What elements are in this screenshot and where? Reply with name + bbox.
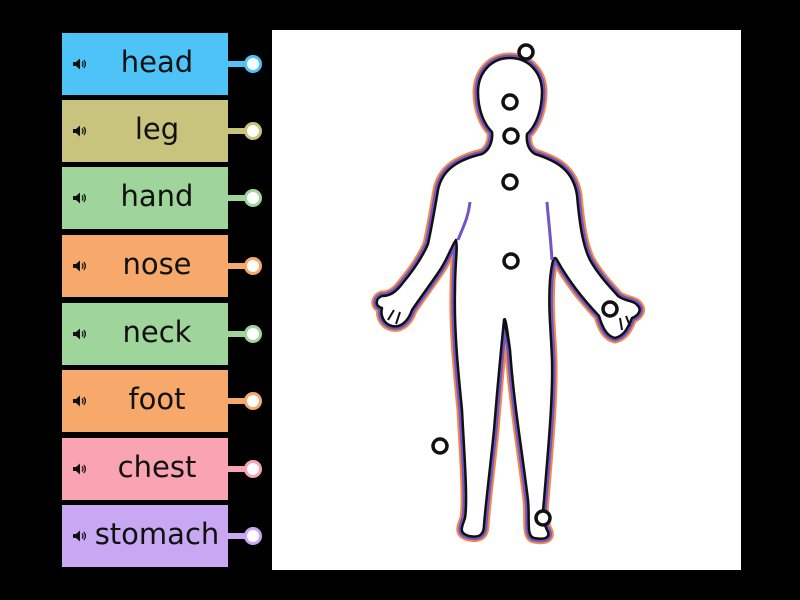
label-leg-pin[interactable] [244,122,262,140]
speaker-icon[interactable] [72,57,88,71]
label-row-head: head [62,33,262,95]
drop-target-7[interactable] [431,437,449,455]
label-text: stomach [94,517,220,551]
speaker-icon[interactable] [72,124,88,138]
label-text: chest [117,450,197,484]
arm-shade-right [545,201,554,261]
connector-line [228,195,248,201]
label-text: neck [122,315,192,349]
finger-lines [387,309,631,331]
body-diagram-board [272,30,741,570]
label-text: nose [122,247,192,281]
label-row-leg: leg [62,100,262,162]
drop-target-1[interactable] [517,43,535,61]
label-head-pin[interactable] [244,55,262,73]
connector-line [228,533,248,539]
label-hand-pin[interactable] [244,189,262,207]
speaker-icon[interactable] [72,394,88,408]
speaker-icon[interactable] [72,191,88,205]
label-text: foot [128,382,186,416]
label-chest-button[interactable]: chest [62,438,228,500]
drop-target-4[interactable] [501,173,519,191]
connector-line [228,466,248,472]
label-row-nose: nose [62,235,262,297]
label-row-foot: foot [62,370,262,432]
label-text: hand [120,179,194,213]
speaker-icon[interactable] [72,327,88,341]
speaker-icon[interactable] [72,259,88,273]
label-row-chest: chest [62,438,262,500]
label-head-button[interactable]: head [62,33,228,95]
label-row-stomach: stomach [62,505,262,567]
arm-shade-left [456,201,472,241]
label-foot-pin[interactable] [244,392,262,410]
label-foot-button[interactable]: foot [62,370,228,432]
label-neck-pin[interactable] [244,325,262,343]
label-nose-pin[interactable] [244,257,262,275]
label-leg-button[interactable]: leg [62,100,228,162]
label-text: head [120,45,194,79]
label-neck-button[interactable]: neck [62,303,228,365]
connector-line [228,263,248,269]
speaker-icon[interactable] [72,462,88,476]
label-chest-pin[interactable] [244,460,262,478]
label-stomach-button[interactable]: stomach [62,505,228,567]
label-nose-button[interactable]: nose [62,235,228,297]
connector-line [228,61,248,67]
label-row-neck: neck [62,303,262,365]
label-row-hand: hand [62,167,262,229]
drop-target-5[interactable] [502,252,520,270]
speaker-icon[interactable] [72,529,88,543]
label-stomach-pin[interactable] [244,527,262,545]
body-diagram [272,43,741,570]
connector-line [228,331,248,337]
drop-target-2[interactable] [501,93,519,111]
connector-line [228,128,248,134]
label-text: leg [134,112,180,146]
leg-divider [503,319,511,351]
drop-target-8[interactable] [534,509,552,527]
label-hand-button[interactable]: hand [62,167,228,229]
connector-line [228,398,248,404]
drop-target-6[interactable] [601,300,619,318]
drop-target-3[interactable] [502,127,520,145]
